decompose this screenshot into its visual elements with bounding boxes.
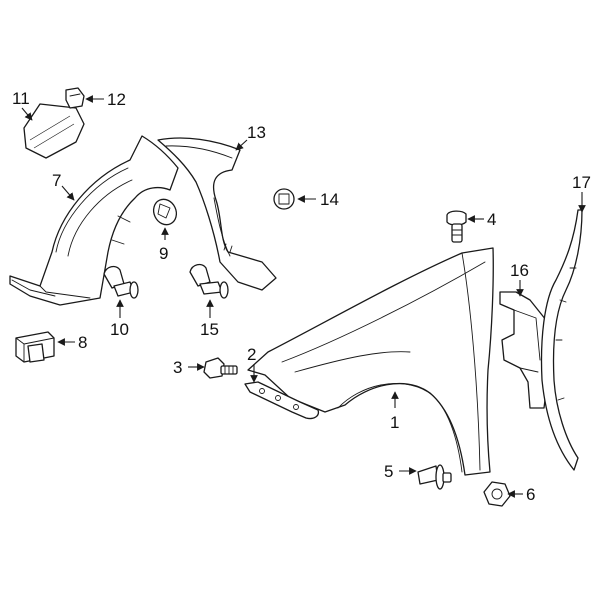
part-clip-8 [15, 331, 55, 363]
part-grille-cover-11 [23, 103, 85, 159]
leader-lines [21, 95, 586, 498]
callout-14: 14 [320, 190, 339, 209]
callout-5: 5 [384, 462, 393, 481]
callout-15: 15 [200, 320, 219, 339]
part-clip-12 [65, 87, 85, 109]
part-nut-6 [483, 481, 511, 507]
part-bracket-strip [244, 381, 320, 420]
part-clip-9 [152, 198, 178, 226]
callout-4: 4 [487, 210, 496, 229]
callout-11: 11 [12, 89, 30, 108]
part-screw-5 [417, 464, 452, 490]
callout-2: 2 [247, 345, 256, 364]
part-liner-7 [9, 135, 179, 306]
callout-labels: 1 2 3 4 5 6 7 8 9 10 11 12 13 14 15 16 1… [12, 89, 591, 504]
callout-17: 17 [572, 173, 591, 192]
part-clip-15 [189, 263, 229, 299]
leader-11 [21, 107, 33, 121]
callout-10: 10 [110, 320, 129, 339]
part-clip-10 [103, 265, 139, 299]
callout-1: 1 [390, 413, 399, 432]
callout-3: 3 [173, 358, 182, 377]
callout-8: 8 [78, 333, 87, 352]
callout-13: 13 [247, 123, 266, 142]
part-seal-17 [540, 209, 583, 471]
part-fender [247, 247, 494, 476]
callout-12: 12 [107, 90, 126, 109]
leader-7 [61, 185, 75, 201]
callout-7: 7 [52, 171, 61, 190]
part-bracket-16 [499, 291, 549, 409]
part-bolt-3 [203, 357, 238, 379]
part-liner-13 [157, 137, 277, 291]
part-bolt-4 [446, 210, 467, 243]
callout-16: 16 [510, 261, 529, 280]
leader-13 [235, 139, 248, 151]
part-clip-14 [273, 188, 295, 210]
callout-9: 9 [159, 244, 168, 263]
callout-6: 6 [526, 485, 535, 504]
